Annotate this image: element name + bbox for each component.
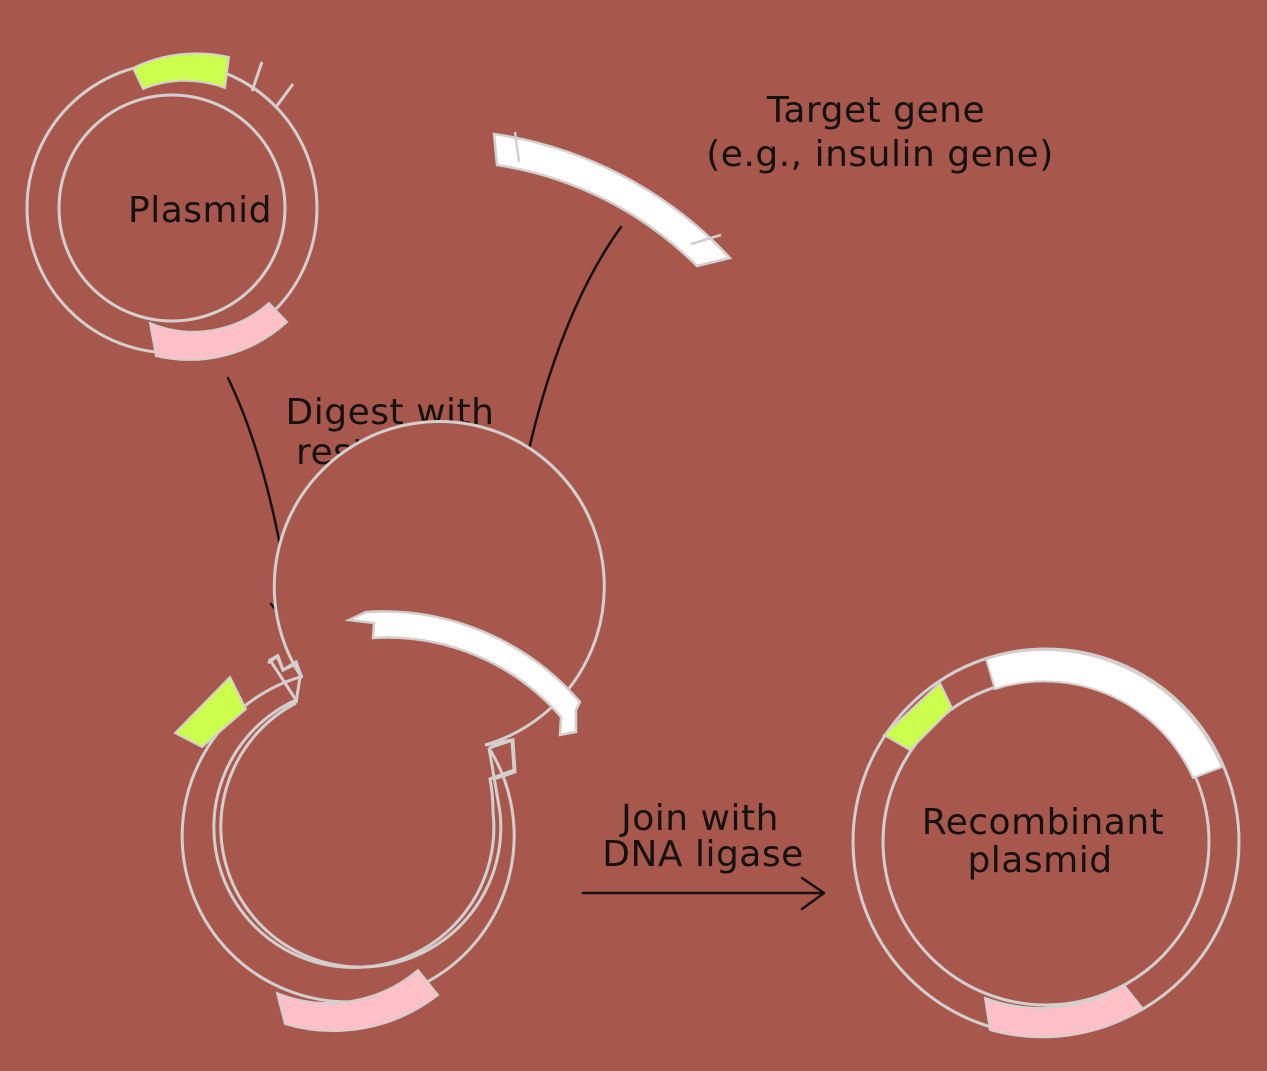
recombinant-label-line1: Recombinant — [922, 802, 1165, 843]
join-label-line2: DNA ligase — [602, 834, 804, 875]
plasmid-green-marker — [131, 52, 231, 91]
target-gene-label-line2: (e.g., insulin gene) — [706, 134, 1053, 175]
cut-plasmid-green-marker — [173, 675, 248, 749]
cut-insert-fragment — [344, 610, 582, 737]
recombinant-plasmid: Recombinant plasmid — [851, 647, 1241, 1039]
target-gene-fragment — [492, 131, 733, 268]
plasmid-original: Plasmid — [25, 52, 319, 361]
join-label-line1: Join with — [619, 798, 779, 839]
plasmid-label: Plasmid — [128, 190, 272, 231]
recombinant-label-line2: plasmid — [967, 840, 1112, 881]
plasmid-pink-marker — [148, 301, 289, 361]
cut-plasmid-pink-marker — [275, 968, 440, 1032]
cut-plasmid — [173, 420, 606, 1032]
recombinant-green-marker — [882, 681, 954, 752]
target-gene-label-line1: Target gene — [766, 90, 985, 131]
recombinant-insert — [984, 648, 1224, 780]
arrow-join — [581, 876, 826, 911]
recombinant-pink-marker — [983, 983, 1145, 1039]
